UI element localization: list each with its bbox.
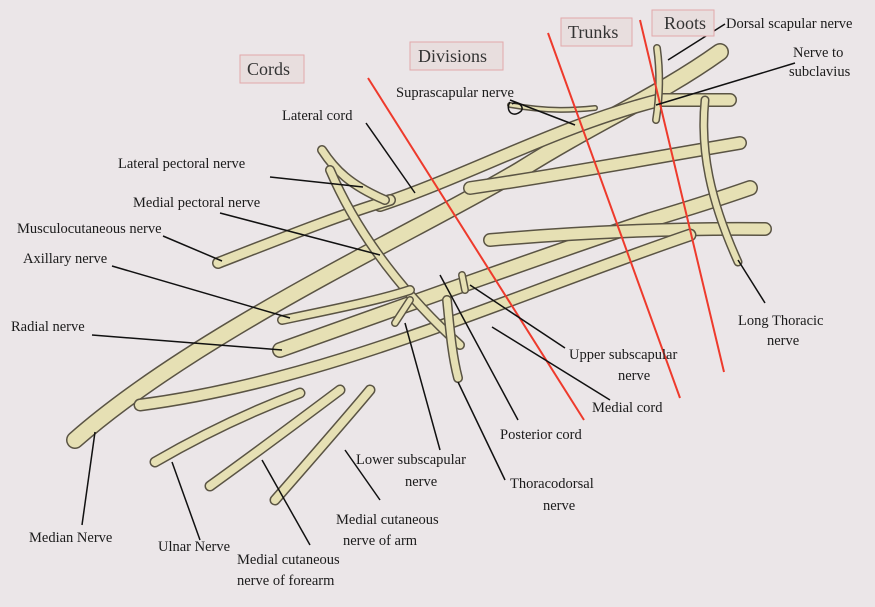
long-thoracic-label-1: Long Thoracic: [738, 313, 824, 329]
medial-cutaneous-forearm-label-2: nerve of forearm: [237, 573, 335, 589]
radial-label: Radial nerve: [11, 319, 85, 335]
dorsal-scapular-tract: [656, 48, 659, 120]
thoracodorsal-label-1: Thoracodorsal: [510, 476, 594, 492]
divisions-label: Divisions: [418, 46, 487, 66]
long-thoracic-label-2: nerve: [767, 333, 799, 349]
thoracodorsal-label-2: nerve: [543, 498, 575, 514]
ulnar-label: Ulnar Nerve: [158, 539, 230, 555]
musculocutaneous-label: Musculocutaneous nerve: [17, 221, 162, 237]
medial-cutaneous-arm-label-2: nerve of arm: [343, 533, 418, 549]
trunks-label: Trunks: [568, 22, 618, 42]
medial-cutaneous-arm-label-1: Medial cutaneous: [336, 512, 439, 528]
median-label: Median Nerve: [29, 530, 112, 546]
roots-label: Roots: [664, 13, 706, 33]
medial-cutaneous-forearm-label-1: Medial cutaneous: [237, 552, 340, 568]
posterior-cord-label: Posterior cord: [500, 427, 582, 443]
cords-label: Cords: [247, 59, 290, 79]
medial-pectoral-label: Medial pectoral nerve: [133, 195, 260, 211]
medial-cord-label: Medial cord: [592, 400, 663, 416]
axillary-label: Axillary nerve: [23, 251, 107, 267]
lower-subscapular-label-2: nerve: [405, 474, 437, 490]
nerve-to-subclavius-label-1: Nerve to: [793, 45, 843, 61]
dorsal-scapular-label: Dorsal scapular nerve: [726, 16, 852, 32]
lateral-cord-label: Lateral cord: [282, 108, 353, 124]
suprascapular-label: Suprascapular nerve: [396, 85, 514, 101]
upper-subscapular-tract: [462, 275, 465, 290]
upper-subscapular-label-1: Upper subscapular: [569, 347, 677, 363]
lower-subscapular-label-1: Lower subscapular: [356, 452, 466, 468]
upper-subscapular-label-2: nerve: [618, 368, 650, 384]
nerve-to-subclavius-label-2: subclavius: [789, 64, 851, 80]
lateral-pectoral-label: Lateral pectoral nerve: [118, 156, 245, 172]
